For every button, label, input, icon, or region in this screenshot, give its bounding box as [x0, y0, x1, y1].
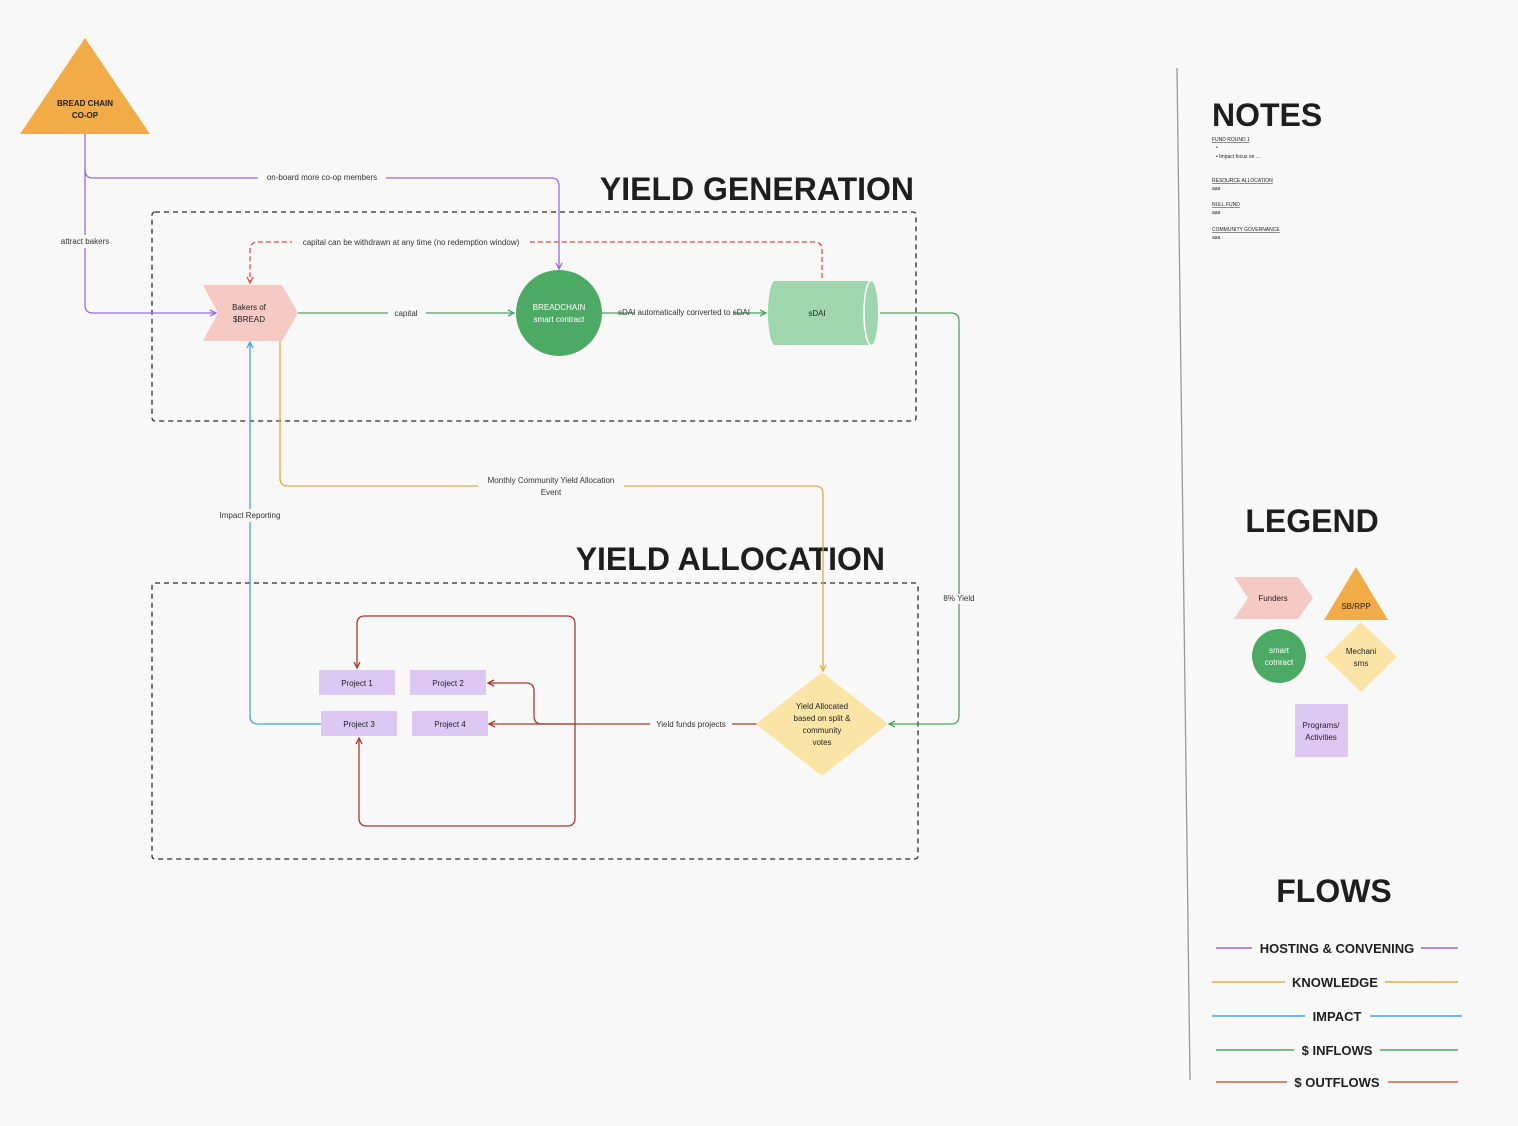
legend-smart-contract-label-1: smart	[1269, 646, 1290, 655]
edge-label-monthly-2: Event	[541, 488, 562, 497]
edge-label-onboard: on-board more co-op members	[267, 173, 377, 182]
node-sdai[interactable]: sDAI	[768, 280, 878, 346]
edge-label-monthly-1: Monthly Community Yield Allocation	[488, 476, 615, 485]
legend-sbrpp: SB/RPP	[1324, 567, 1388, 620]
flow-hosting-convening: HOSTING & CONVENING	[1216, 941, 1458, 956]
node-project-3[interactable]: Project 3	[321, 711, 397, 736]
label-bg	[214, 509, 286, 522]
notes-title: NOTES	[1212, 97, 1322, 133]
edge-eight-yield[interactable]	[880, 312, 960, 724]
node-label-contract-1: BREADCHAIN	[533, 303, 586, 312]
flow-impact: IMPACT	[1212, 1009, 1462, 1024]
notes-line-4-1: aaa	[1212, 235, 1221, 241]
notes-line-1-2: • Impact focus on ...	[1216, 154, 1260, 160]
label-bg	[292, 235, 530, 248]
node-label-project-4: Project 4	[434, 720, 466, 729]
legend-mechanisms-label-1: Mechani	[1346, 647, 1376, 656]
node-yield-allocated[interactable]: Yield Allocated based on split & communi…	[756, 672, 888, 776]
legend-sbrpp-label: SB/RPP	[1341, 602, 1370, 611]
edge-label-capital: capital	[394, 309, 417, 318]
label-bg	[650, 717, 732, 730]
node-label-yield-4: votes	[812, 738, 831, 747]
yield-generation-title: YIELD GENERATION	[600, 171, 914, 207]
edge-impact-reporting[interactable]	[250, 342, 321, 725]
edge-attract-bakers[interactable]	[84, 134, 216, 313]
node-label-sdai: sDAI	[808, 309, 825, 318]
edge-label-attract-bakers: attract bakers	[61, 237, 109, 246]
node-label-project-3: Project 3	[343, 720, 375, 729]
legend-funders-label: Funders	[1258, 594, 1287, 603]
flow-inflows: $ INFLOWS	[1216, 1043, 1458, 1058]
flow-inflows-label: $ INFLOWS	[1302, 1043, 1373, 1058]
node-label-contract-2: smart contract	[534, 315, 585, 324]
label-bg	[945, 594, 973, 604]
edge-label-converted: sDAI automatically converted to sDAI	[618, 308, 750, 317]
yield-generation-box	[151, 211, 917, 422]
notes-heading-2: RESOURCE ALLOCATION	[1212, 178, 1273, 184]
node-label-yield-3: community	[803, 726, 842, 735]
notes-line-2-1: aaa	[1212, 186, 1221, 192]
node-label-project-1: Project 1	[341, 679, 373, 688]
node-label-coop-2: CO-OP	[72, 111, 99, 120]
edge-label-eight-yield: 8% Yield	[943, 594, 974, 603]
notes-heading-4: COMMUNITY GOVERNANCE	[1212, 227, 1280, 233]
flow-impact-label: IMPACT	[1313, 1009, 1362, 1024]
flow-hosting-label: HOSTING & CONVENING	[1260, 941, 1415, 956]
notes-line-3-1: aaa	[1212, 210, 1221, 216]
edge-label-impact-reporting: Impact Reporting	[220, 511, 281, 520]
edge-yield-funds-project2[interactable]	[488, 683, 575, 725]
edge-yield-funds-project3[interactable]	[359, 724, 576, 827]
edge-label-withdraw: capital can be withdrawn at any time (no…	[303, 238, 520, 247]
node-project-4[interactable]: Project 4	[412, 711, 488, 736]
node-label-bakers-1: Bakers of	[232, 303, 267, 312]
notes-heading-3: NULL FUND	[1212, 202, 1240, 208]
legend-smart-contract: smart cotnract	[1252, 629, 1306, 683]
node-bakers-of-bread[interactable]: Bakers of $BREAD	[203, 285, 298, 341]
node-label-coop-1: BREAD CHAIN	[57, 99, 113, 108]
label-bg	[478, 474, 624, 497]
node-project-2[interactable]: Project 2	[410, 670, 486, 695]
flows-title: FLOWS	[1276, 873, 1392, 909]
label-bg	[55, 235, 115, 248]
node-label-yield-2: based on split &	[794, 714, 852, 723]
legend-funders: Funders	[1234, 577, 1313, 619]
node-breadchain-contract[interactable]: BREADCHAIN smart contract	[516, 270, 602, 356]
edge-yield-funds-project1[interactable]	[357, 615, 576, 724]
flow-knowledge-label: KNOWLEDGE	[1292, 975, 1378, 990]
panel-divider	[1176, 67, 1191, 1081]
notes-line-1-1: •	[1216, 145, 1218, 151]
label-bg	[258, 171, 386, 184]
node-bread-chain-coop[interactable]: BREAD CHAIN CO-OP	[20, 38, 150, 134]
yield-allocation-title: YIELD ALLOCATION	[576, 541, 885, 577]
edge-label-yield-funds: Yield funds projects	[656, 720, 726, 729]
flow-outflows-label: $ OUTFLOWS	[1294, 1075, 1380, 1090]
flow-knowledge: KNOWLEDGE	[1212, 975, 1458, 990]
edge-monthly-allocation[interactable]	[279, 341, 823, 671]
node-project-1[interactable]: Project 1	[319, 670, 395, 695]
label-bg	[635, 308, 733, 318]
legend-title: LEGEND	[1245, 503, 1378, 539]
legend-mechanisms-label-2: sms	[1354, 659, 1369, 668]
legend-programs-label-2: Activities	[1305, 733, 1337, 742]
legend-programs-label-1: Programs/	[1303, 721, 1341, 730]
legend-programs: Programs/ Activities	[1295, 704, 1348, 757]
yield-allocation-box	[151, 582, 919, 860]
node-label-bakers-2: $BREAD	[233, 315, 265, 324]
label-bg	[388, 306, 426, 319]
legend-mechanisms: Mechani sms	[1325, 622, 1397, 692]
node-label-yield-1: Yield Allocated	[796, 702, 848, 711]
edge-onboard[interactable]	[84, 169, 559, 269]
legend-smart-contract-label-2: cotnract	[1265, 658, 1294, 667]
notes-heading-1: FUND ROUND 1	[1212, 137, 1250, 143]
node-label-project-2: Project 2	[432, 679, 464, 688]
flow-outflows: $ OUTFLOWS	[1216, 1075, 1458, 1090]
